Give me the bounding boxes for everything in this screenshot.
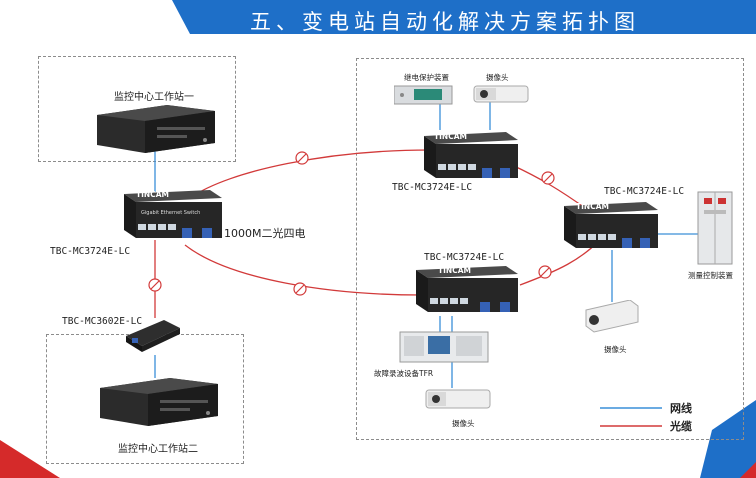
main-switch-caption: Gigabit Ethernet Switch [141,210,201,216]
workstation1-label: 监控中心工作站一 [114,92,194,103]
main-switch-model: TBC-MC3724E-LC [50,246,131,257]
legend-optical-label: 光缆 [670,420,692,433]
switch-bottom-brand: TINCAM [438,266,471,275]
fiber-link-top-right [511,164,589,211]
camera-right-label: 摄像头 [604,345,627,354]
fault-recorder [399,331,489,363]
camera-bottom [425,389,491,409]
main-switch-desc: 1000M二光四电 [224,227,306,240]
measure-control-cabinet [697,191,733,265]
camera-bottom-label: 摄像头 [452,419,475,428]
media-converter [126,320,180,352]
switch-right [564,202,658,248]
workstation2-pc [100,378,218,426]
main-switch-brand: TINCAM [136,190,169,199]
workstation2-label: 监控中心工作站二 [118,444,198,455]
camera-top [473,85,529,103]
switch-bottom [416,266,518,312]
substation-zone [356,58,744,440]
switch-top-brand: TINCAM [434,132,467,141]
page-title: 五、变电站自动化解决方案拓扑图 [250,10,640,34]
title-banner [172,0,756,34]
main-switch [124,190,222,238]
fiber-link-main-bottom [184,244,423,296]
fault-recorder-label: 故障录波设备TFR [374,369,434,378]
fiber-link-main-top [189,149,431,199]
switch-right-brand: TINCAM [576,202,609,211]
relay-device-label: 继电保护装置 [404,73,449,82]
relay-device [394,85,453,105]
camera-top-label: 摄像头 [486,73,509,82]
workstation1-zone [38,56,236,162]
corner-decor-red-right [740,462,756,478]
switch-right-model: TBC-MC3724E-LC [604,186,685,197]
workstation1-pc [97,105,215,153]
switch-top [424,132,518,178]
camera-right [585,300,639,333]
converter-model: TBC-MC3602E-LC [62,316,143,327]
switch-top-model: TBC-MC3724E-LC [392,182,473,193]
legend-network-label: 网线 [670,402,692,415]
corner-decor-red [0,440,60,478]
fiber-break-markers [148,151,555,296]
measure-control-label: 测量控制装置 [688,271,733,280]
switch-bottom-model: TBC-MC3724E-LC [424,252,505,263]
